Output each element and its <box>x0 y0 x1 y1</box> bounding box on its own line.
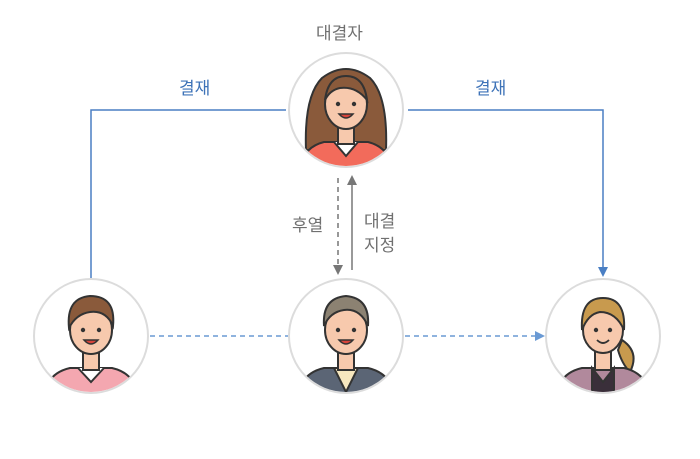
man-gray-suit-avatar <box>288 278 404 394</box>
woman-long-brown-hair-avatar <box>288 52 404 168</box>
approval-label-right: 결재 <box>475 79 507 99</box>
substitute-role-label: 대결자 <box>316 24 363 44</box>
approval-label-left: 결재 <box>179 79 211 99</box>
man-pink-shirt-avatar <box>33 278 149 394</box>
designate-label-line1: 대결 <box>364 212 396 232</box>
approval-line-left <box>90 109 286 278</box>
woman-ponytail-avatar <box>545 278 661 394</box>
delegate-back-label: 후열 <box>292 216 324 236</box>
approval-line-right <box>408 109 608 277</box>
designate-label-line2: 지정 <box>364 236 396 256</box>
